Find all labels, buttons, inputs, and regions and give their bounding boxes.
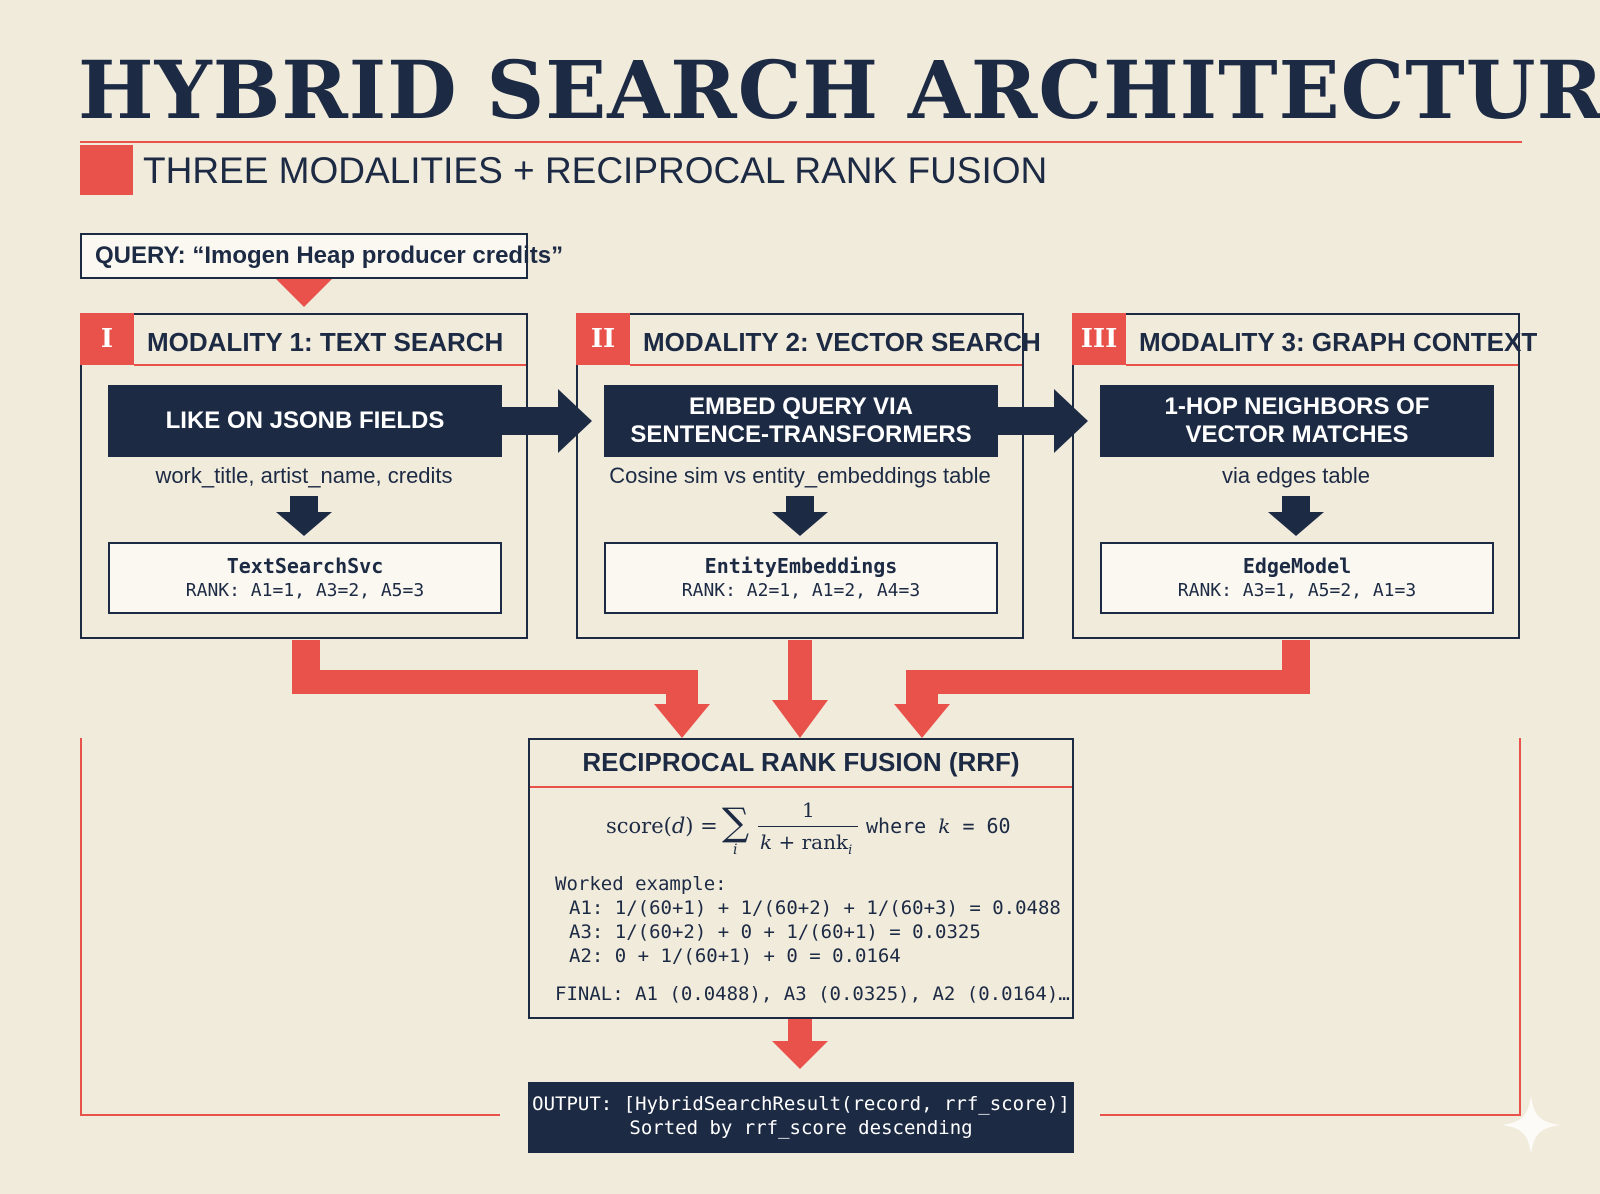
rrf-box xyxy=(528,738,1074,1019)
worked-example-line: A2: 0 + 1/(60+1) + 0 = 0.0164 xyxy=(569,945,901,967)
bracket-right-vertical xyxy=(1519,738,1521,1116)
down-arrow xyxy=(772,496,828,536)
fraction-denominator: k + ranki xyxy=(760,830,853,858)
modality-action-line: EMBED QUERY VIA xyxy=(688,393,914,420)
rank-list: RANK: A1=1, A3=2, A5=3 xyxy=(185,580,425,601)
modality-action-line: 1-HOP NEIGHBORS OF xyxy=(1164,393,1430,420)
modality-title: MODALITY 1: TEXT SEARCH xyxy=(147,327,504,357)
bracket-left-vertical xyxy=(80,738,82,1116)
rrf-title: RECIPROCAL RANK FUSION (RRF) xyxy=(582,747,1020,777)
title-rule xyxy=(80,141,1522,143)
component-name: EntityEmbeddings xyxy=(704,554,898,578)
output-line-2: Sorted by rrf_score descending xyxy=(629,1117,973,1139)
rrf-formula: score(d) = ∑ i 1 k + ranki where k = 60 xyxy=(606,798,1011,862)
modality-numeral: II xyxy=(576,313,630,365)
modality-title: MODALITY 3: GRAPH CONTEXT xyxy=(1139,327,1538,357)
formula-lhs: score(d) = xyxy=(606,814,718,838)
fusion-arrow-left xyxy=(292,640,710,738)
fraction-bar xyxy=(758,826,858,827)
sigma-subscript: i xyxy=(733,842,738,858)
modality-action-line: VECTOR MATCHES xyxy=(1185,421,1409,448)
modality-numeral: III xyxy=(1072,313,1126,365)
rank-list: RANK: A2=1, A1=2, A4=3 xyxy=(681,580,921,601)
modality-action: LIKE ON JSONB FIELDS xyxy=(108,385,502,457)
modality-title: MODALITY 2: VECTOR SEARCH xyxy=(643,327,1041,357)
modality-action: 1-HOP NEIGHBORS OF VECTOR MATCHES xyxy=(1100,385,1494,457)
fusion-arrow-right xyxy=(894,640,1310,738)
modality-result: TextSearchSvc RANK: A1=1, A3=2, A5=3 xyxy=(108,542,502,614)
modality-description: Cosine sim vs entity_embeddings table xyxy=(609,463,991,488)
sigma-symbol: ∑ xyxy=(722,800,750,844)
flow-arrow-2-to-3 xyxy=(996,389,1088,453)
fusion-arrows xyxy=(292,640,1310,738)
final-ranking: FINAL: A1 (0.0488), A3 (0.0325), A2 (0.0… xyxy=(555,983,1070,1005)
flow-arrow-1-to-2 xyxy=(500,389,592,453)
component-name: EdgeModel xyxy=(1242,554,1352,578)
rrf-rule xyxy=(530,786,1072,788)
bracket-left-horizontal xyxy=(80,1114,500,1116)
modality-numeral: I xyxy=(80,313,134,365)
panel-rule xyxy=(134,364,526,366)
output-box: OUTPUT: [HybridSearchResult(record, rrf_… xyxy=(528,1082,1074,1153)
component-name: TextSearchSvc xyxy=(226,554,384,578)
worked-example-label: Worked example: xyxy=(555,873,727,895)
subtitle-accent xyxy=(80,145,133,195)
output-arrow xyxy=(772,1019,828,1069)
modality-action-line: SENTENCE-TRANSFORMERS xyxy=(630,421,972,448)
modality-description: via edges table xyxy=(1222,463,1370,488)
modality-result: EdgeModel RANK: A3=1, A5=2, A1=3 xyxy=(1100,542,1494,614)
page-title: HYBRID SEARCH ARCHITECTURE xyxy=(78,43,1600,137)
worked-example-line: A3: 1/(60+2) + 0 + 1/(60+1) = 0.0325 xyxy=(569,921,981,943)
fusion-arrow-center xyxy=(772,640,828,738)
rank-list: RANK: A3=1, A5=2, A1=3 xyxy=(1177,580,1417,601)
bracket-right-horizontal xyxy=(1100,1114,1521,1116)
modality-action: EMBED QUERY VIA SENTENCE-TRANSFORMERS xyxy=(604,385,998,457)
modality-result: EntityEmbeddings RANK: A2=1, A1=2, A4=3 xyxy=(604,542,998,614)
sparkle-icon xyxy=(1502,1096,1560,1154)
page-subtitle: THREE MODALITIES + RECIPROCAL RANK FUSIO… xyxy=(143,150,1048,191)
worked-example-line: A1: 1/(60+1) + 1/(60+2) + 1/(60+3) = 0.0… xyxy=(569,897,1061,919)
output-line-1: OUTPUT: [HybridSearchResult(record, rrf_… xyxy=(532,1093,1070,1115)
fraction-numerator: 1 xyxy=(802,798,815,822)
modality-description: work_title, artist_name, credits xyxy=(155,463,453,488)
panel-rule xyxy=(630,364,1022,366)
modality-action-line: LIKE ON JSONB FIELDS xyxy=(165,407,445,434)
panel-rule xyxy=(1126,364,1518,366)
query-arrow xyxy=(276,279,332,307)
down-arrow xyxy=(1268,496,1324,536)
formula-where: where k = 60 xyxy=(866,814,1011,838)
down-arrow xyxy=(276,496,332,536)
query-box: QUERY: “Imogen Heap producer credits” xyxy=(80,233,563,279)
